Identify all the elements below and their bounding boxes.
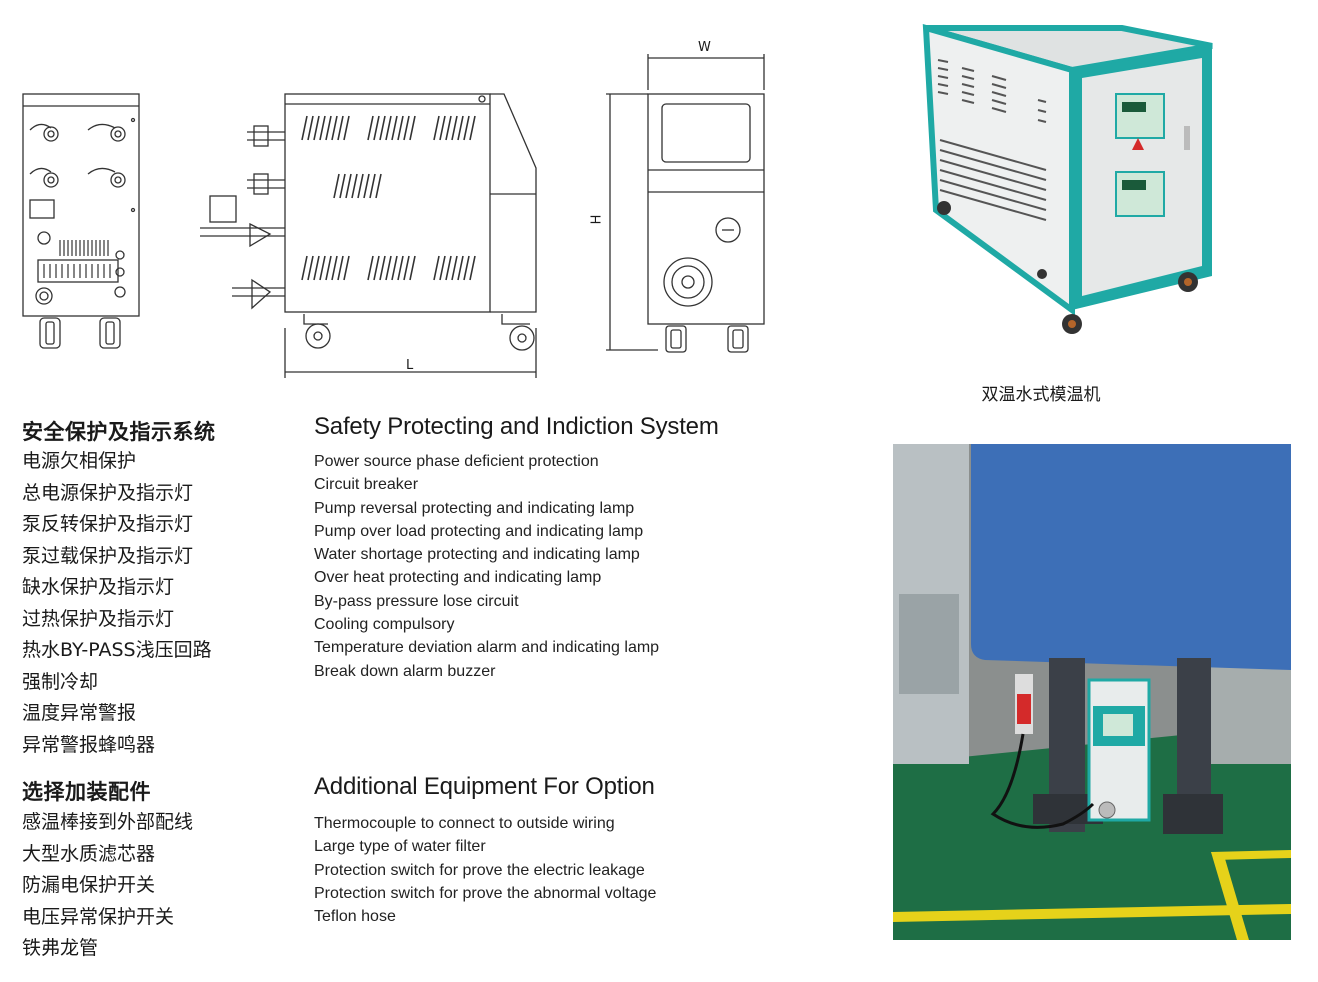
list-item: 铁弗龙管 — [22, 937, 99, 959]
list-item: 缺水保护及指示灯 — [22, 576, 175, 598]
list-item: Cooling compulsory — [314, 616, 455, 634]
list-item: 电源欠相保护 — [22, 450, 137, 472]
list-item: 异常警报蜂鸣器 — [22, 733, 156, 756]
list-item: 过热保护及指示灯 — [22, 607, 175, 630]
list-item: 大型水质滤芯器 — [22, 842, 156, 865]
option-list-en: Thermocouple to connect to outside wirin… — [314, 812, 656, 928]
list-item: 泵过载保护及指示灯 — [22, 544, 194, 567]
list-item: 总电源保护及指示灯 — [22, 481, 194, 504]
option-title-cn: 选择加装配件 — [22, 780, 151, 804]
product-photo — [896, 20, 1226, 350]
safety-title-en: Safety Protecting and Indiction System — [314, 413, 719, 440]
safety-list-en: Power source phase deficient protection … — [314, 450, 659, 683]
list-item: Pump over load protecting and indicating… — [314, 522, 644, 540]
installation-photo — [893, 444, 1291, 940]
list-item: Temperature deviation alarm and indicati… — [314, 639, 660, 657]
product-caption: 双温水式模温机 — [981, 385, 1101, 405]
dimension-l-label: L — [406, 358, 414, 373]
side-view-drawing: L — [192, 88, 544, 380]
list-item: 热水BY-PASS浅压回路 — [22, 639, 212, 661]
list-item: Large type of water filter — [314, 838, 486, 856]
list-item: Circuit breaker — [314, 476, 419, 494]
safety-title-cn: 安全保护及指示系统 — [22, 420, 216, 444]
list-item: 防漏电保护开关 — [22, 874, 156, 896]
dimension-w-label: W — [698, 40, 711, 55]
list-item: Teflon hose — [314, 908, 396, 926]
list-item: Water shortage protecting and indicating… — [314, 546, 640, 564]
safety-list-cn: 电源欠相保护 总电源保护及指示灯 泵反转保护及指示灯 泵过载保护及指示灯 缺水保… — [22, 446, 212, 761]
option-list-cn: 感温棒接到外部配线 大型水质滤芯器 防漏电保护开关 电压异常保护开关 铁弗龙管 — [22, 807, 193, 965]
list-item: Thermocouple to connect to outside wirin… — [314, 815, 615, 832]
list-item: 强制冷却 — [22, 670, 99, 693]
option-title-en: Additional Equipment For Option — [314, 773, 655, 800]
front-view-drawing: W H — [588, 40, 772, 356]
list-item: 感温棒接到外部配线 — [22, 811, 194, 833]
list-item: Break down alarm buzzer — [314, 662, 496, 680]
dimension-h-label: H — [589, 214, 605, 225]
list-item: Power source phase deficient protection — [314, 453, 599, 470]
list-item: Protection switch for prove the electric… — [314, 861, 645, 879]
list-item: Protection switch for prove the abnormal… — [314, 884, 657, 902]
list-item: 泵反转保护及指示灯 — [22, 513, 194, 535]
list-item: 电压异常保护开关 — [22, 905, 175, 928]
list-item: Pump reversal protecting and indicating … — [314, 499, 635, 517]
rear-view-drawing — [20, 90, 144, 352]
list-item: 温度异常警报 — [22, 702, 137, 724]
list-item: Over heat protecting and indicating lamp — [314, 569, 602, 587]
list-item: By-pass pressure lose circuit — [314, 592, 519, 610]
